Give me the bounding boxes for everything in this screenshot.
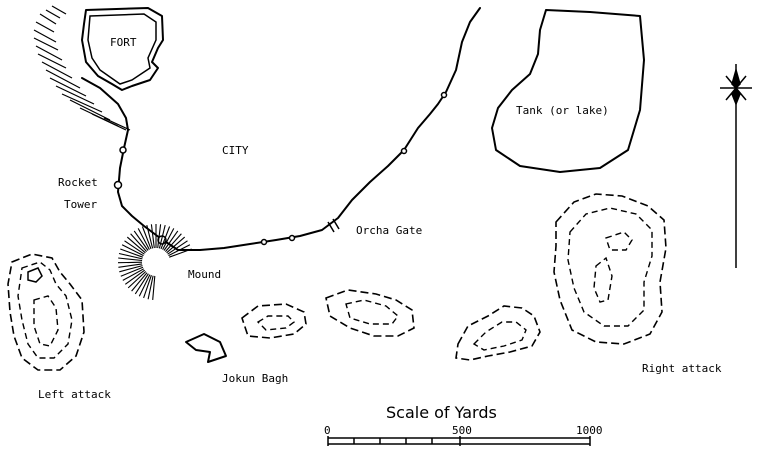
mound-hatch-line	[137, 228, 150, 250]
mound-hatch-line	[146, 224, 154, 249]
mound-hatch-line	[126, 236, 146, 254]
tank-outline	[491, 9, 645, 173]
mound-hatch-line	[124, 269, 146, 285]
mound-hatch-line	[168, 244, 191, 257]
right-attack-label: Right attack	[642, 362, 722, 375]
mound-hatch-line	[118, 257, 143, 262]
north-arrow-icon	[720, 64, 752, 268]
mound-hatch-line	[166, 236, 186, 254]
scale-tick-500: 500	[452, 424, 472, 437]
mound-hatch-line	[150, 224, 155, 249]
mound-hatch-line	[138, 274, 151, 297]
mound-hatch-line	[127, 271, 147, 289]
fort-hill-hatching	[33, 5, 131, 131]
mound-hatch-line	[158, 224, 166, 249]
orcha-gate-mark	[327, 218, 340, 233]
mound-hatch-line	[157, 224, 162, 249]
fort-label: FORT	[110, 36, 137, 49]
mound-hatch-line	[130, 233, 148, 252]
mound-hatch-line	[134, 273, 149, 295]
right-attack-earthworks	[553, 193, 667, 345]
scale-tick-0: 0	[324, 424, 331, 437]
mound-hatch-line	[119, 265, 143, 273]
mound-hatch-line	[122, 268, 145, 281]
scale-tick-1000: 1000	[576, 424, 603, 437]
mound-hatch-line	[143, 275, 152, 299]
mound-hatch-line	[169, 248, 192, 258]
center-earthworks	[241, 289, 541, 361]
scale-bar	[327, 436, 591, 446]
fort-inner-outline	[87, 13, 157, 85]
mound-hatch-line	[164, 233, 182, 252]
mound-label: Mound	[188, 268, 221, 281]
mound-hatch-line	[163, 230, 179, 251]
left-attack-earthworks	[7, 253, 85, 371]
mound-hatch-line	[133, 230, 149, 251]
scale-title: Scale of Yards	[386, 403, 497, 422]
tank-label: Tank (or lake)	[516, 104, 609, 117]
mound-hatch-line	[152, 275, 156, 300]
mound-hatch-line	[162, 228, 175, 250]
mound-hatch-line	[120, 266, 144, 277]
orcha-gate-label: Orcha Gate	[356, 224, 422, 237]
mound-hatch-line	[167, 240, 188, 255]
city-label: CITY	[222, 144, 249, 157]
mound-hatch-line	[147, 275, 154, 300]
mound-hatch-line	[121, 244, 144, 257]
mound-hatch-line	[118, 263, 143, 268]
mound-hatch-line	[118, 252, 143, 260]
fort-outline	[81, 7, 164, 91]
rocket-label: Rocket	[58, 176, 98, 189]
mound-hatch-line	[120, 248, 143, 258]
mound-hatch-line	[141, 226, 152, 250]
tower-label: Tower	[64, 198, 97, 211]
left-attack-label: Left attack	[38, 388, 111, 401]
city-wall	[81, 7, 481, 251]
jokun-bagh-label: Jokun Bagh	[222, 372, 288, 385]
wall-bastions	[113, 91, 448, 246]
mound-hatch-line	[160, 226, 171, 250]
mound-hatch-line	[124, 240, 145, 255]
mound-hatch-line	[117, 261, 143, 264]
mound-hatching	[117, 224, 192, 300]
mound-hatch-line	[131, 272, 148, 292]
jokun-bagh-outline	[185, 333, 227, 363]
